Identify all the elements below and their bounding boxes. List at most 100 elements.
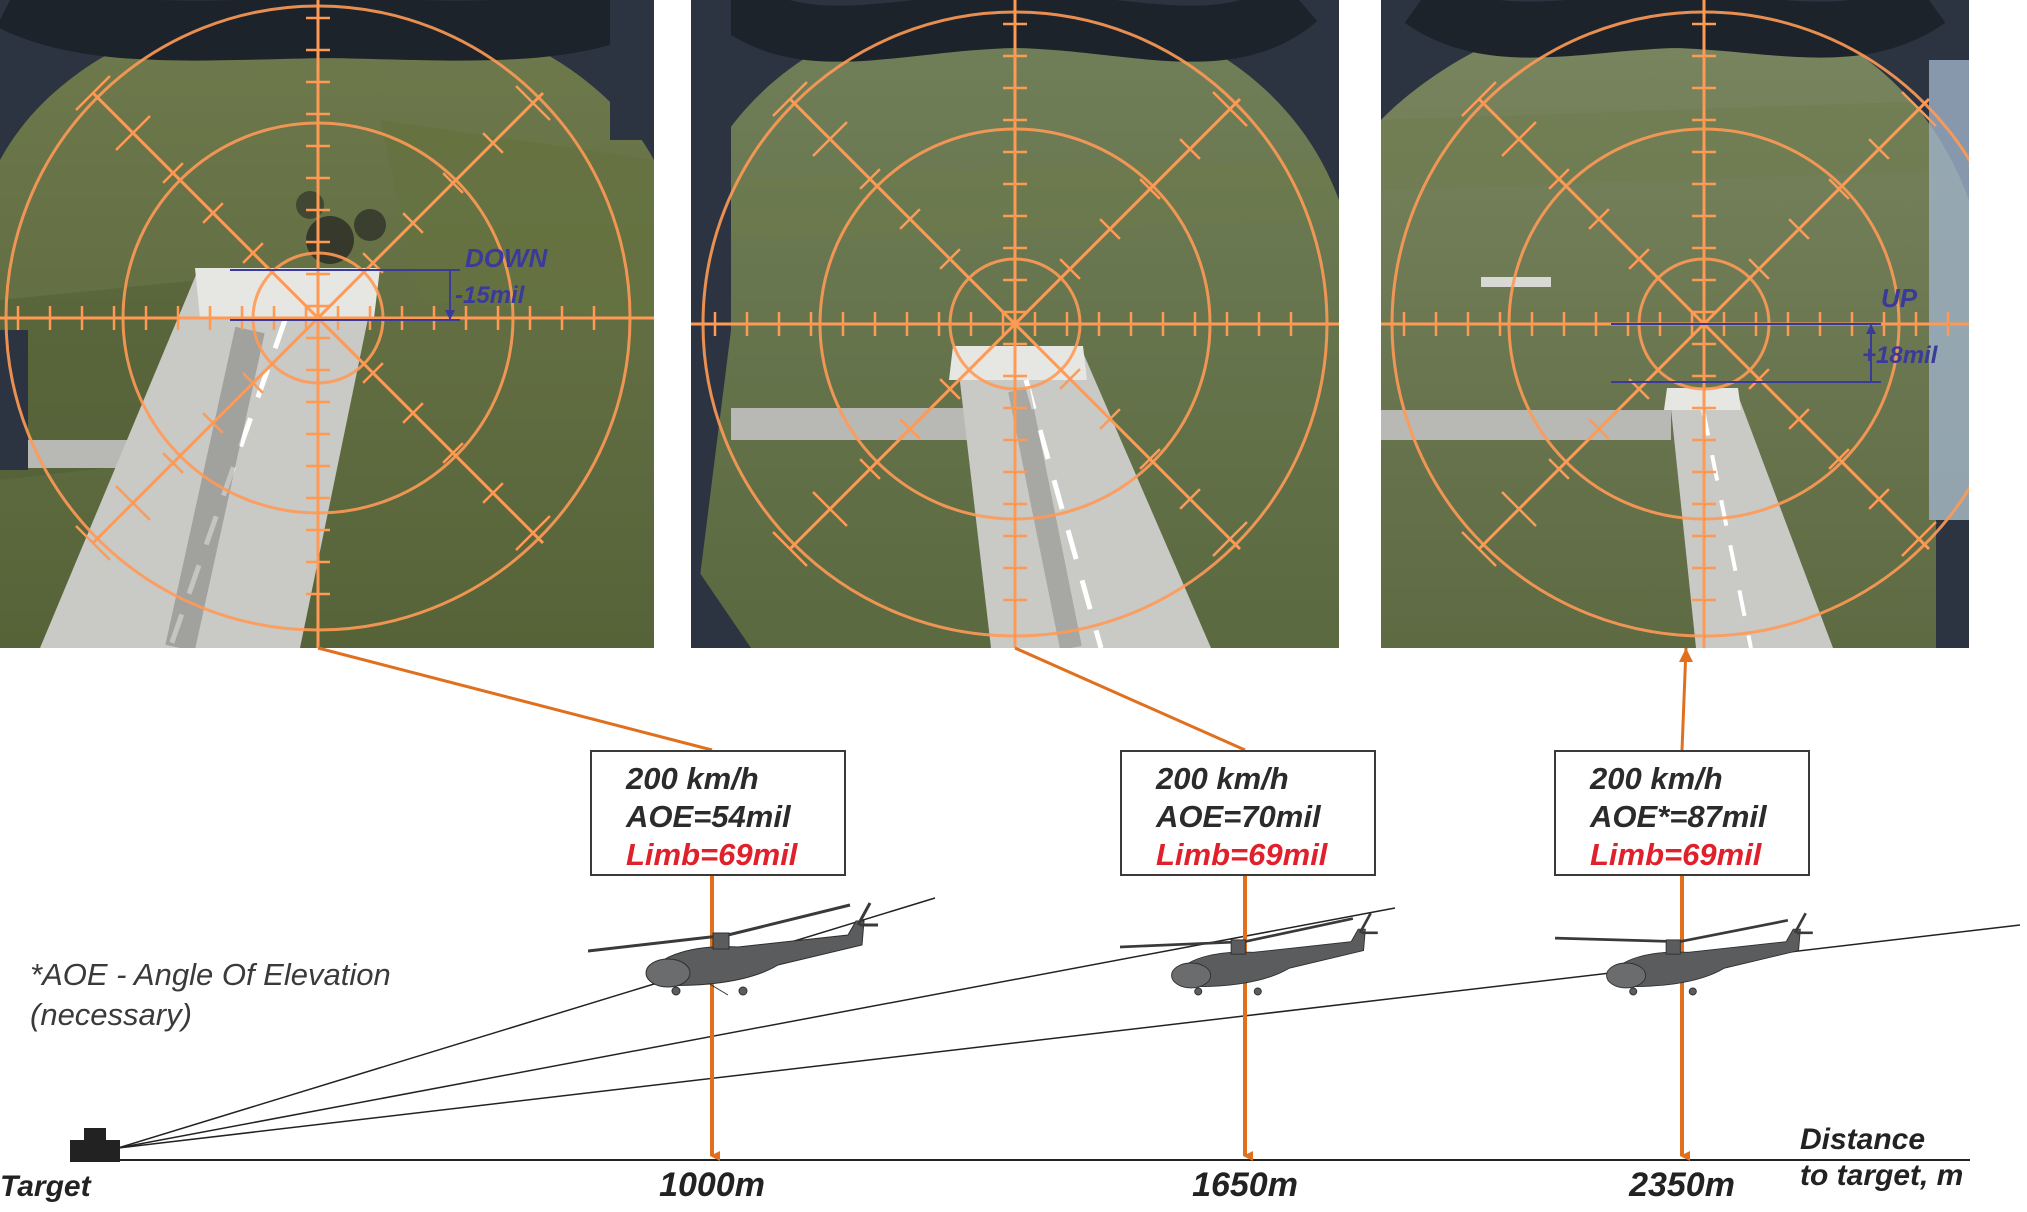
distance-label-2: 1650m bbox=[1192, 1166, 1298, 1204]
reticle-diagonal-tick bbox=[75, 525, 111, 561]
correction-arrow-head bbox=[1866, 324, 1876, 334]
taxiway bbox=[731, 408, 971, 440]
aoe-footnote: *AOE - Angle Of Elevation (necessary) bbox=[30, 955, 391, 1035]
reticle-diagonal-tick bbox=[202, 202, 224, 224]
axis-title-line-1: Distance bbox=[1800, 1123, 1926, 1156]
aoe-label: AOE=70mil bbox=[1156, 799, 1321, 834]
reticle-diagonal-tick bbox=[1588, 418, 1610, 440]
axis-title: Distance to target, m bbox=[1800, 1122, 1963, 1194]
reticle-diagonal-tick bbox=[1501, 491, 1537, 527]
reticle-diagonal-tick bbox=[1788, 218, 1810, 240]
reticle-diagonal-tick bbox=[515, 515, 551, 551]
helicopter-icon bbox=[1555, 912, 1813, 996]
reticle-diagonal-tick bbox=[1828, 178, 1850, 200]
reticle-diagonal-tick bbox=[115, 115, 151, 151]
correction-value-1: -15mil bbox=[455, 282, 525, 309]
reticle-diagonal-tick bbox=[939, 378, 961, 400]
reticle-diagonal-tick bbox=[859, 168, 881, 190]
speed-label: 200 km/h bbox=[626, 761, 759, 796]
taxiway bbox=[1381, 410, 1671, 440]
reticle-diagonal-tick bbox=[1461, 81, 1497, 117]
sight-view-2350m bbox=[1381, 0, 1969, 648]
reticle-diagonal-tick bbox=[1868, 138, 1890, 160]
reticle-diagonal-tick bbox=[1059, 258, 1081, 280]
correction-direction-1: DOWN bbox=[465, 243, 548, 273]
reticle-diagonal-tick bbox=[1212, 521, 1248, 557]
reticle-diagonal-tick bbox=[1179, 488, 1201, 510]
reticle-diagonal-tick bbox=[1828, 448, 1850, 470]
correction-arrow-head bbox=[445, 310, 455, 320]
reticle-diagonal-tick bbox=[1099, 408, 1121, 430]
axis-title-line-2: to target, m bbox=[1800, 1159, 1964, 1192]
limb-label: Limb=69mil bbox=[626, 837, 798, 872]
reticle-diagonal-tick bbox=[442, 172, 464, 194]
info-box-2350m: 200 km/h AOE*=87mil Limb=69mil bbox=[1554, 750, 1810, 876]
reticle-diagonal bbox=[91, 91, 545, 545]
reticle-diagonal-tick bbox=[115, 485, 151, 521]
reticle-diagonal-tick bbox=[1868, 488, 1890, 510]
reticle-diagonal-tick bbox=[442, 442, 464, 464]
reticle-diagonal bbox=[788, 97, 1242, 551]
runway bbox=[1669, 390, 1833, 648]
reticle-diagonal-tick bbox=[1548, 458, 1570, 480]
limb-label: Limb=69mil bbox=[1590, 837, 1762, 872]
reticle-diagonal-tick bbox=[1139, 448, 1161, 470]
reticle-diagonal-tick bbox=[242, 242, 264, 264]
reticle-diagonal-tick bbox=[812, 491, 848, 527]
reticle-diagonal-tick bbox=[1748, 368, 1770, 390]
aoe-label: AOE=54mil bbox=[626, 799, 791, 834]
info-box-1000m: 200 km/h AOE=54mil Limb=69mil bbox=[590, 750, 846, 876]
footnote-line-2: (necessary) bbox=[30, 997, 192, 1032]
reticle-overlay-1 bbox=[0, 0, 654, 648]
limb-label: Limb=69mil bbox=[1156, 837, 1328, 872]
reticle-diagonal-tick bbox=[202, 412, 224, 434]
target-label: Target bbox=[0, 1170, 91, 1203]
leader-line-3 bbox=[1680, 647, 1688, 751]
reticle-diagonal-tick bbox=[402, 402, 424, 424]
distance-label-1: 1000m bbox=[659, 1166, 765, 1204]
reticle-diagonal-tick bbox=[772, 531, 808, 567]
reticle-diagonal-tick bbox=[939, 248, 961, 270]
reticle-diagonal-tick bbox=[242, 372, 264, 394]
leader-line-2 bbox=[1014, 646, 1246, 752]
aoe-label: AOE*=87mil bbox=[1590, 799, 1767, 834]
reticle-diagonal-tick bbox=[1748, 258, 1770, 280]
reticle-diagonal-tick bbox=[1548, 168, 1570, 190]
sight-line-2 bbox=[117, 907, 1396, 1149]
info-box-1650m: 200 km/h AOE=70mil Limb=69mil bbox=[1120, 750, 1376, 876]
reticle-diagonal-tick bbox=[1901, 91, 1937, 127]
correction-value-3: +18mil bbox=[1862, 342, 1938, 369]
reticle-diagonal-tick bbox=[1588, 208, 1610, 230]
reticle-diagonal-tick bbox=[482, 132, 504, 154]
distance-label-3: 2350m bbox=[1629, 1166, 1735, 1204]
reticle-diagonal-tick bbox=[812, 121, 848, 157]
reticle-diagonal-tick bbox=[859, 458, 881, 480]
reticle-diagonal-tick bbox=[1461, 531, 1497, 567]
correction-direction-3: UP bbox=[1881, 283, 1918, 313]
reticle-diagonal-tick bbox=[1628, 248, 1650, 270]
reticle-diagonal-tick bbox=[1099, 218, 1121, 240]
reticle-diagonal-tick bbox=[1139, 178, 1161, 200]
sight-line-1 bbox=[117, 897, 936, 1149]
reticle-diagonal-tick bbox=[482, 482, 504, 504]
reticle-diagonal-tick bbox=[362, 362, 384, 384]
speed-label: 200 km/h bbox=[1590, 761, 1723, 796]
reticle-overlay-3 bbox=[1381, 0, 1969, 648]
leader-line-1 bbox=[317, 646, 713, 752]
runway bbox=[956, 348, 1211, 648]
reticle-diagonal-tick bbox=[1901, 521, 1937, 557]
reticle-overlay-2 bbox=[691, 0, 1339, 648]
reticle-diagonal-tick bbox=[899, 418, 921, 440]
helicopter-icon bbox=[1120, 912, 1378, 996]
speed-label: 200 km/h bbox=[1156, 761, 1289, 796]
reticle-diagonal-tick bbox=[772, 81, 808, 117]
helicopter-icon bbox=[588, 902, 878, 996]
reticle-diagonal-tick bbox=[1788, 408, 1810, 430]
sight-view-1000m bbox=[0, 0, 654, 648]
sight-view-1650m bbox=[691, 0, 1339, 648]
reticle-diagonal-tick bbox=[1212, 91, 1248, 127]
reticle-diagonal-tick bbox=[402, 212, 424, 234]
reticle-diagonal-tick bbox=[162, 162, 184, 184]
runway bbox=[40, 270, 378, 648]
